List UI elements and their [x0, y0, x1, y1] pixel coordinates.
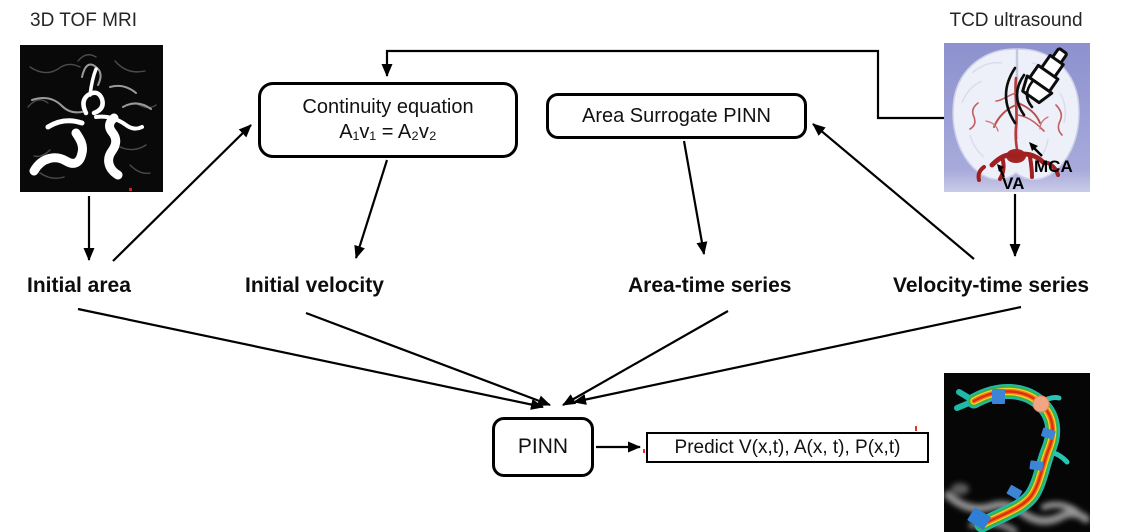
- continuity-equation-formula: A₁v₁ = A₂v₂: [339, 121, 437, 143]
- arrow-initial-velocity-to-pinn: [305, 311, 551, 407]
- area-time-series-label: Area-time series: [628, 274, 792, 297]
- arrow-initial-area-to-continuity: [112, 124, 252, 262]
- initial-velocity-label: Initial velocity: [245, 274, 384, 297]
- area-surrogate-pinn-box: Area Surrogate PINN: [546, 93, 807, 139]
- arrow-continuity-to-initial-velocity: [354, 159, 389, 259]
- flow-simulation-image: [944, 373, 1090, 532]
- area-surrogate-pinn-label: Area Surrogate PINN: [582, 104, 771, 127]
- initial-area-label: Initial area: [27, 274, 131, 297]
- predict-output-label: Predict V(x,t), A(x, t), P(x,t): [674, 436, 901, 458]
- arrow-area-time-to-pinn: [562, 310, 729, 406]
- mri-angiogram-image: [20, 45, 163, 192]
- va-annotation: VA: [1002, 174, 1024, 192]
- velocity-time-series-label: Velocity-time series: [893, 274, 1090, 297]
- continuity-equation-title: Continuity equation: [302, 96, 474, 118]
- artifact-dot: [643, 449, 645, 453]
- tcd-ultrasound-image: MCA VA: [944, 43, 1090, 192]
- arrow-areapinn-to-area-time: [682, 140, 708, 255]
- arrow-initial-area-to-pinn: [77, 307, 544, 410]
- arrow-velocity-time-to-areapinn: [812, 123, 975, 260]
- predict-output-box: Predict V(x,t), A(x, t), P(x,t): [646, 432, 929, 463]
- tcd-image-title: TCD ultrasound: [949, 10, 1083, 31]
- arrow-tcd-to-continuity-elbow: [381, 49, 944, 120]
- pinn-box: PINN: [492, 417, 594, 477]
- arrow-velocity-time-to-pinn: [573, 305, 1022, 405]
- cross-section-markers: [967, 389, 1056, 530]
- pinn-label: PINN: [517, 434, 569, 458]
- continuity-equation-box: Continuity equation A₁v₁ = A₂v₂: [258, 82, 518, 158]
- sound-waves-icon: [1004, 66, 1034, 125]
- mca-annotation: MCA: [1034, 157, 1073, 176]
- artifact-dot: [915, 426, 917, 431]
- vessel-annotations: MCA VA: [997, 142, 1073, 192]
- mri-image-title: 3D TOF MRI: [30, 10, 137, 31]
